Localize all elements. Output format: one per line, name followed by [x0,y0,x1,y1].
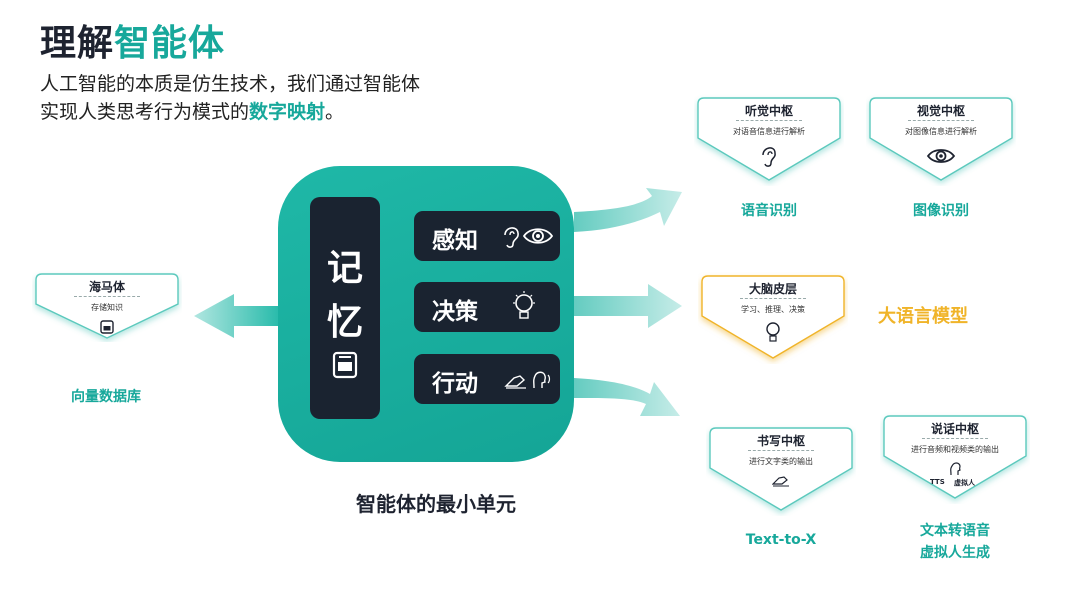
bulb-icon [766,322,780,342]
card-title: 听觉中枢 [744,104,793,118]
card-title: 书写中枢 [756,434,805,448]
decision-pill: 决策 [414,282,560,332]
card-title: 视觉中枢 [916,104,965,118]
page-title: 理解智能体 [40,14,225,66]
card-divider [740,298,806,299]
card-divider [74,296,140,297]
label-tts-avatar: 文本转语音 虚拟人生成 [875,520,1035,564]
label-speech-recognition: 语音识别 [741,203,797,219]
title-main: 理解 [40,23,115,64]
label-llm: 大语言模型 [878,306,968,327]
subtitle: 人工智能的本质是仿生技术，我们通过智能体 实现人类思考行为模式的数字映射。 [40,70,420,126]
perception-label: 感知 [432,228,478,254]
speaking-head-icon [533,371,551,389]
writing-hand-icon [504,375,526,389]
card-title: 说话中枢 [930,422,979,436]
card-visual: 视觉中枢 对图像信息进行解析 [866,94,1016,181]
memory-char-2: 忆 [326,302,363,343]
label-line-1: 文本转语音 [920,523,990,539]
subtitle-line-1: 人工智能的本质是仿生技术，我们通过智能体 [40,73,421,95]
card-title: 海马体 [88,280,125,294]
card-divider [908,120,974,121]
card-desc: 进行音频和视频类的输出 [911,445,999,454]
speaking-head-icon [950,462,962,476]
memory-char-1: 记 [326,248,363,289]
card-writing: 书写中枢 进行文字类的输出 [706,424,856,511]
title-highlight: 智能体 [114,23,226,64]
action-label: 行动 [432,371,478,397]
storage-icon [332,351,358,379]
memory-panel: 记 忆 [310,197,380,419]
arrow-to-cortex [574,284,682,328]
card-desc: 学习、推理、决策 [741,305,805,314]
card-auditory: 听觉中枢 对语音信息进行解析 [694,94,844,181]
agent-unit-caption: 智能体的最小单元 [356,492,516,516]
storage-icon [100,320,114,334]
arrow-to-memory [194,294,278,338]
card-desc: 对图像信息进行解析 [905,127,977,136]
card-cortex: 大脑皮层 学习、推理、决策 [698,272,848,359]
ear-icon [762,147,776,167]
card-desc: 存储知识 [91,303,123,312]
ear-icon [504,227,519,248]
card-hippocampus: 海马体 存储知识 [32,270,182,342]
eye-icon [522,228,554,244]
card-divider [748,450,814,451]
bulb-icon [513,291,535,319]
label-line-2: 虚拟人生成 [920,545,990,561]
subtitle-line-2: 实现人类思考行为模式的数字映射。 [40,101,345,123]
avatar-tag: 虚拟人 [954,479,975,487]
perception-pill: 感知 [414,211,560,261]
label-vector-db: 向量数据库 [71,389,141,405]
card-divider [736,120,802,121]
decision-label: 决策 [432,299,478,325]
card-desc: 进行文字类的输出 [749,457,813,466]
card-title: 大脑皮层 [748,282,797,296]
eye-icon [926,149,956,163]
label-text-to-x: Text-to-X [745,532,817,548]
tts-tag: TTS [930,478,945,486]
card-divider [922,438,988,439]
label-image-recognition: 图像识别 [913,203,969,219]
arrow-to-output [574,378,680,416]
arrow-to-perception [574,188,682,232]
card-desc: 对语音信息进行解析 [733,127,805,136]
card-speech: 说话中枢 进行音频和视频类的输出 TTS 虚拟人 [880,412,1030,499]
action-pill: 行动 [414,354,560,404]
writing-hand-icon [772,476,789,487]
